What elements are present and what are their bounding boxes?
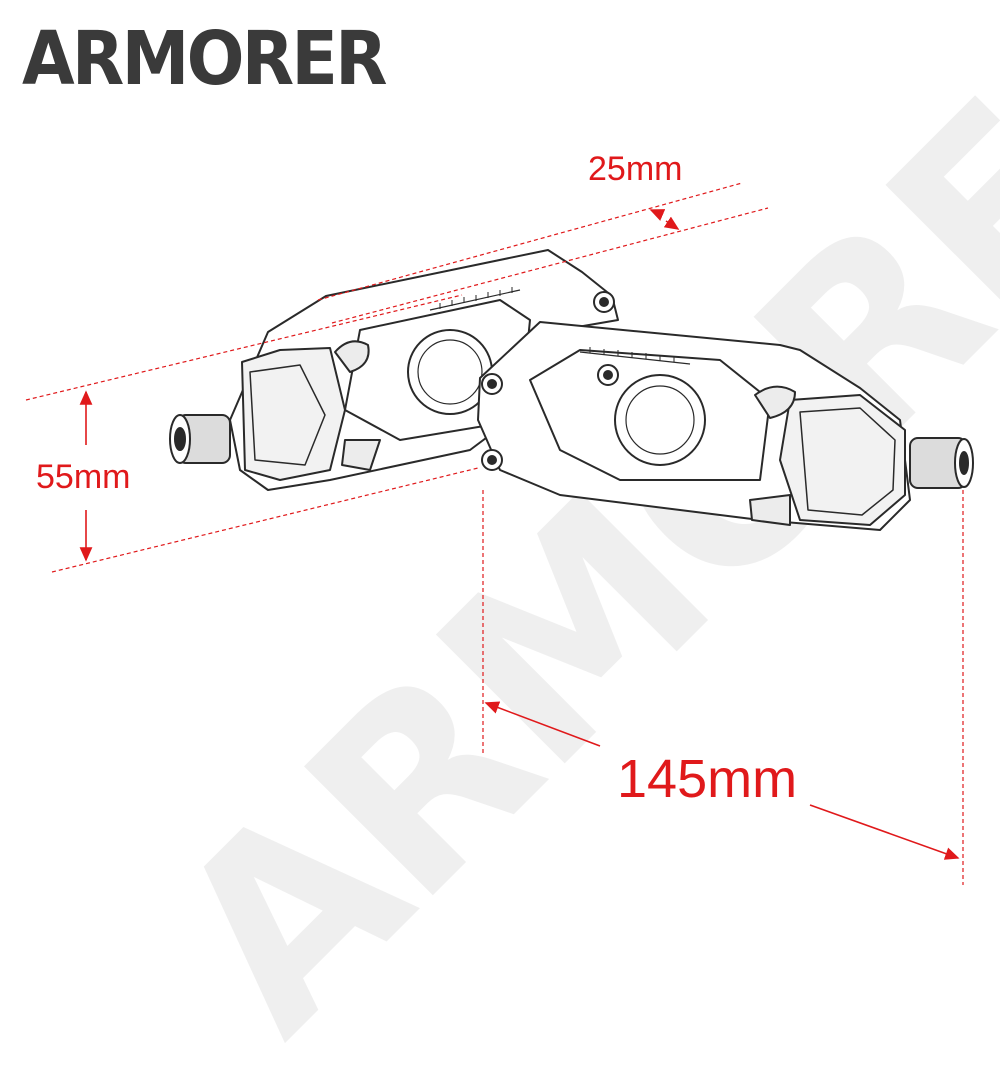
left-chain-adjuster <box>169 249 619 491</box>
product-diagram: ARMORER <box>22 0 1000 1086</box>
width-dimension-label: 25mm <box>588 150 683 188</box>
dimension-lines <box>25 182 964 885</box>
length-dimension-label: 145mm <box>617 749 798 809</box>
right-chain-adjuster <box>477 321 974 531</box>
height-dimension-label: 55mm <box>36 458 131 496</box>
brand-logo: ARMORER <box>22 16 388 102</box>
adjuster-drawing <box>25 182 974 885</box>
